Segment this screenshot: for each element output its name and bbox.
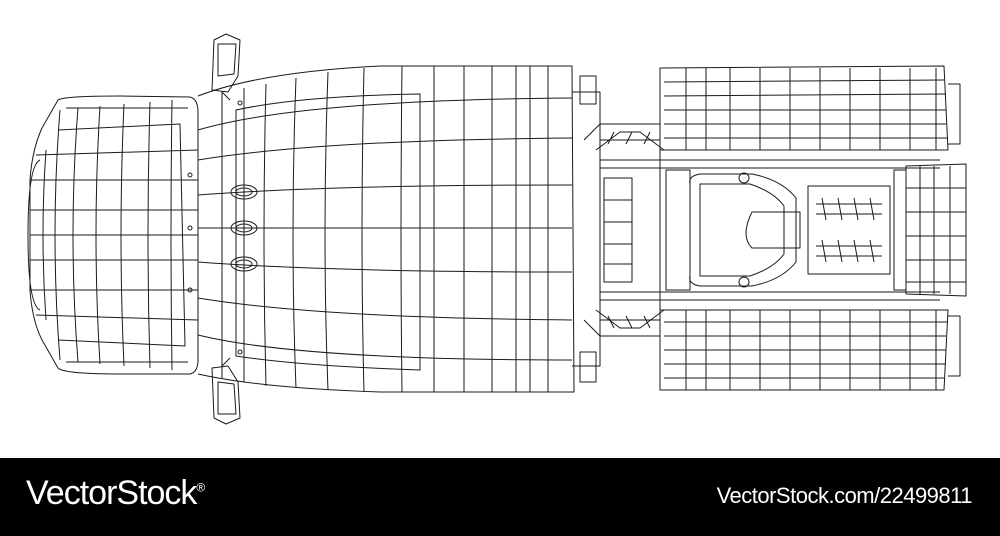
side-mirrors bbox=[211, 33, 241, 425]
cab-body-outline bbox=[27, 95, 199, 375]
cab-roof-outline bbox=[187, 65, 575, 393]
truck-wireframe-illustration bbox=[27, 33, 967, 425]
fifth-wheel bbox=[665, 169, 891, 291]
image-id: VectorStock.com/22499811 bbox=[716, 483, 973, 508]
rear-wheels-bottom bbox=[659, 309, 961, 391]
rear-bumper bbox=[893, 163, 967, 297]
brand-name: VectorStock bbox=[26, 474, 197, 512]
chassis-frame bbox=[572, 75, 940, 383]
vectorstock-logo: VectorStock® bbox=[26, 474, 205, 513]
registered-mark: ® bbox=[196, 480, 205, 495]
watermark-footer: VectorStock® VectorStock.com/22499811 bbox=[0, 458, 1000, 536]
rear-wheels-top bbox=[659, 65, 961, 151]
